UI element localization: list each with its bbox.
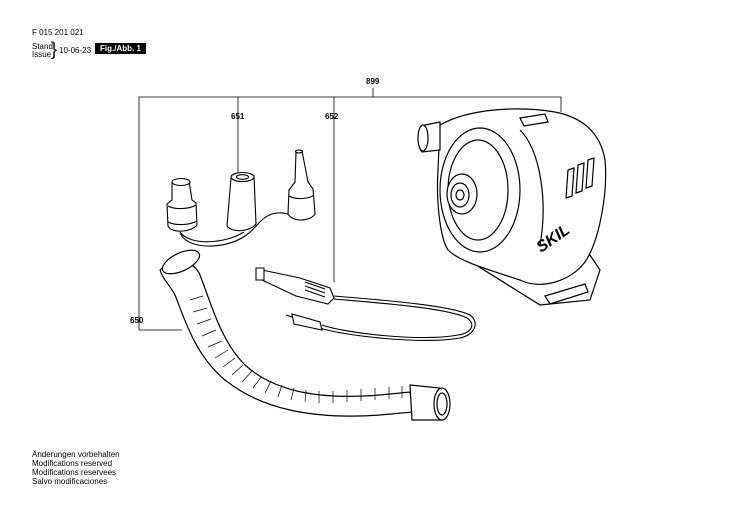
figure-label: Fig./Abb. 1 <box>95 43 146 54</box>
callout-899: 899 <box>366 77 380 86</box>
footer-line-en: Modifications reserved <box>32 459 113 468</box>
issue-label: Issue <box>32 50 52 59</box>
car-adapter-cable-652 <box>255 267 476 341</box>
callout-652: 652 <box>325 112 339 121</box>
footer-notice: Änderungen vorbehalten Modifications res… <box>32 450 120 486</box>
pump-body-899 <box>417 108 607 306</box>
nozzle-set-651 <box>166 149 316 247</box>
footer-line-es: Salvo modificaciones <box>32 477 108 486</box>
footer-line-fr: Modifications reservees <box>32 468 117 477</box>
footer-line-de: Änderungen vorbehalten <box>32 450 120 459</box>
document-code: F 015 201 021 <box>32 28 84 37</box>
brace-symbol: } <box>51 39 58 59</box>
issue-date: 10-06-23 <box>59 46 92 55</box>
hose-650 <box>159 249 451 421</box>
leader-lines <box>138 88 562 331</box>
callout-650: 650 <box>130 316 144 325</box>
stand-label: Stand <box>32 42 53 51</box>
